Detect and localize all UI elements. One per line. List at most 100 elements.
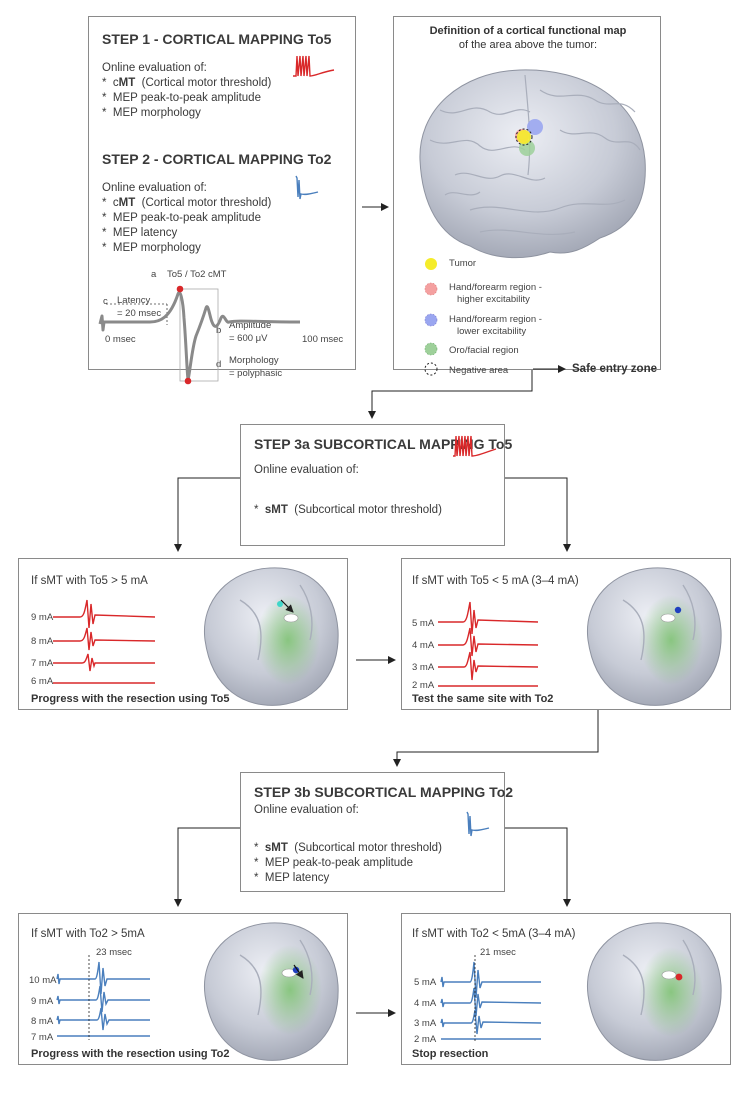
trace-label: 7 mA xyxy=(31,1032,54,1043)
step1-list: * cMT (Cortical motor threshold) * MEP p… xyxy=(102,76,271,121)
step1-item-amplitude: * MEP peak-to-peak amplitude xyxy=(102,92,261,104)
panel-a-left-traces xyxy=(53,599,156,684)
step3b-item-amplitude: * MEP peak-to-peak amplitude xyxy=(254,857,413,869)
map-subtitle: of the area above the tumor: xyxy=(458,39,598,51)
trace-label: 8 mA xyxy=(31,1016,54,1027)
wave-label-b2: = 600 μV xyxy=(229,333,268,344)
legend-hand-high-label: Hand/forearm region - xyxy=(449,282,542,293)
connector-arrow-icon xyxy=(393,710,599,767)
wave-label-d2: = polyphasic xyxy=(229,368,283,379)
trace-label: 4 mA xyxy=(414,998,437,1009)
trace-label: 7 mA xyxy=(31,658,54,669)
to2-waveform-icon xyxy=(295,175,319,200)
safe-entry-label: Safe entry zone xyxy=(572,363,657,375)
trace-label: 9 mA xyxy=(31,612,54,623)
wave-label-t0: 0 msec xyxy=(105,334,136,345)
to2-waveform-icon xyxy=(466,811,490,837)
brain-lateral-icon xyxy=(419,69,646,259)
brain-medial-icon xyxy=(203,922,339,1061)
wave-label-d-letter: d xyxy=(216,359,222,370)
branch-arrow-right-icon xyxy=(505,477,571,552)
step1-item-morphology: * MEP morphology xyxy=(102,107,201,119)
step2-item-latency: * MEP latency xyxy=(102,227,178,239)
panel-to5-progress-condition: If sMT with To5 > 5 mA xyxy=(31,575,148,587)
brain-medial-icon xyxy=(586,922,722,1061)
step3b-title: STEP 3b SUBCORTICAL MAPPING To2 xyxy=(254,784,514,800)
latency-label: 23 msec xyxy=(96,947,132,958)
step3b-list: * sMT (Subcortical motor threshold) * ME… xyxy=(254,841,442,886)
step1-intro: Online evaluation of: xyxy=(102,62,207,74)
step3b-panel: STEP 3b SUBCORTICAL MAPPING To2 Online e… xyxy=(240,772,513,892)
legend-hand-low-label2: lower excitability xyxy=(457,326,527,337)
step2-item-morphology: * MEP morphology xyxy=(102,242,201,254)
step3b-item-smt: * sMT (Subcortical motor threshold) xyxy=(254,842,442,854)
trace-label: 4 mA xyxy=(412,640,435,651)
step3a-intro: Online evaluation of: xyxy=(254,464,359,476)
step3b-intro: Online evaluation of: xyxy=(254,804,359,816)
connector-arrow-icon xyxy=(368,370,533,419)
legend-oro-label: Oro/facial region xyxy=(449,345,519,356)
step3b-item-latency: * MEP latency xyxy=(254,872,330,884)
trace-label: 8 mA xyxy=(31,636,54,647)
wave-label-t100: 100 msec xyxy=(302,334,344,345)
trace-label: 5 mA xyxy=(414,977,437,988)
panel-b-right-traces xyxy=(440,961,542,1040)
wave-label-a-letter: a xyxy=(151,269,157,280)
latency-label: 21 msec xyxy=(480,947,516,958)
trace-label: 3 mA xyxy=(412,662,435,673)
legend-tumor-label: Tumor xyxy=(449,258,477,269)
trace-label: 10 mA xyxy=(29,975,57,986)
wave-label-b1: Amplitude xyxy=(229,320,272,331)
legend-negative-swatch xyxy=(424,362,438,376)
wave-label-d1: Morphology xyxy=(229,355,279,366)
wave-label-c1: Latency xyxy=(117,295,151,306)
legend-negative-label: Negative area xyxy=(449,365,509,376)
legend-hand-low-swatch xyxy=(424,313,438,327)
step3a-panel: STEP 3a SUBCORTICAL MAPPING To5 Online e… xyxy=(240,424,512,546)
to5-waveform-icon xyxy=(293,55,335,77)
panel-to5-test-condition: If sMT with To5 < 5 mA (3–4 mA) xyxy=(412,575,579,587)
branch-arrow-right-icon xyxy=(505,827,571,907)
trace-label: 2 mA xyxy=(412,680,435,691)
wave-label-c2: = 20 msec xyxy=(117,308,162,319)
panel-to2-progress-condition: If sMT with To2 > 5mA xyxy=(31,928,145,940)
step2-item-cmt: * cMT (Cortical motor threshold) xyxy=(102,197,272,209)
wave-label-a: To5 / To2 cMT xyxy=(167,269,227,280)
legend-tumor-swatch xyxy=(425,258,437,270)
trace-label: 5 mA xyxy=(412,618,435,629)
mep-waveform xyxy=(98,285,301,385)
step2-item-amplitude: * MEP peak-to-peak amplitude xyxy=(102,212,261,224)
step2-title: STEP 2 - CORTICAL MAPPING To2 xyxy=(102,151,332,167)
panel-to2-progress-footer: Progress with the resection using To2 xyxy=(31,1048,230,1060)
step3a-item-smt: * sMT (Subcortical motor threshold) xyxy=(254,504,442,516)
panel-to5-progress-footer: Progress with the resection using To5 xyxy=(31,693,230,705)
step1-title: STEP 1 - CORTICAL MAPPING To5 xyxy=(102,31,332,47)
panel-to5-test-footer: Test the same site with To2 xyxy=(412,693,554,705)
legend-hand-high-swatch xyxy=(424,282,438,296)
step2-list: * cMT (Cortical motor threshold) * MEP p… xyxy=(102,196,271,256)
trace-label: 9 mA xyxy=(31,996,54,1007)
brain-medial-icon xyxy=(586,567,722,706)
to5-waveform-icon xyxy=(453,435,497,457)
legend-hand-high-label2: higher excitability xyxy=(457,294,530,305)
trace-label: 6 mA xyxy=(31,676,54,687)
trace-label: 3 mA xyxy=(414,1018,437,1029)
step2-intro: Online evaluation of: xyxy=(102,182,207,194)
panel-to2-stop-condition: If sMT with To2 < 5mA (3–4 mA) xyxy=(412,928,576,940)
step1-item-cmt: * cMT (Cortical motor threshold) xyxy=(102,77,272,89)
wave-label-b-letter: b xyxy=(216,325,222,336)
legend-oro-swatch xyxy=(424,342,438,356)
legend-hand-low-label: Hand/forearm region - xyxy=(449,314,542,325)
cortical-map-spots xyxy=(515,119,543,156)
trace-label: 2 mA xyxy=(414,1034,437,1045)
branch-arrow-left-icon xyxy=(174,827,240,907)
map-title: Definition of a cortical functional map xyxy=(429,25,627,37)
step3a-title: STEP 3a SUBCORTICAL MAPPING To5 xyxy=(254,436,513,452)
panel-a-right-traces xyxy=(438,601,539,687)
brain-medial-icon xyxy=(203,567,339,706)
panel-b-left-traces xyxy=(56,961,150,1037)
branch-arrow-left-icon xyxy=(174,477,240,552)
panel-to2-stop-footer: Stop resection xyxy=(412,1048,489,1060)
wave-label-c-letter: c xyxy=(103,296,108,307)
